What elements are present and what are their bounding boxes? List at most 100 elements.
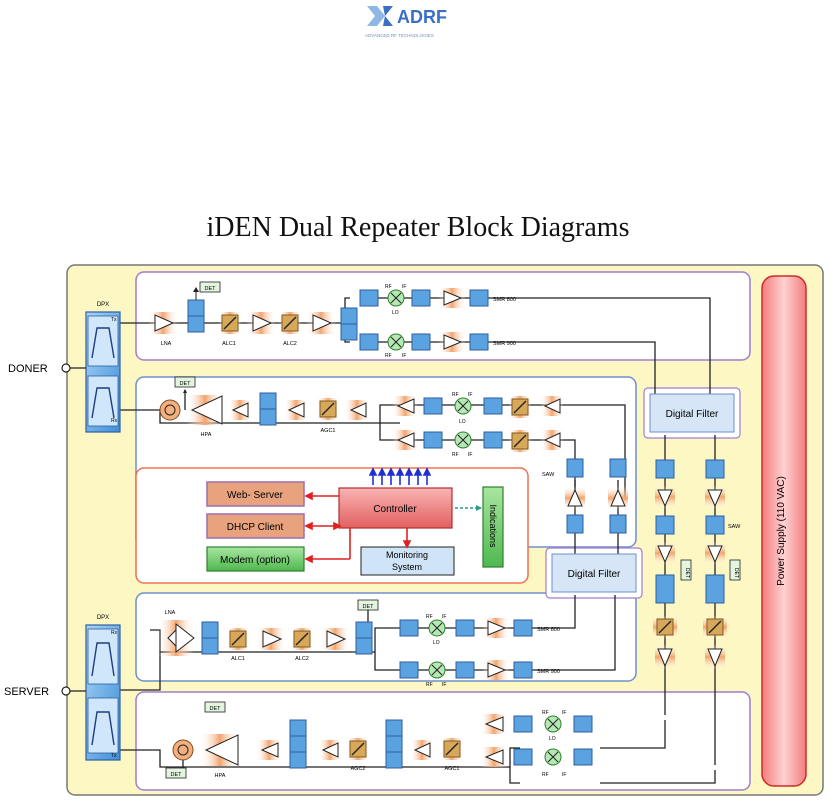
- filter-icon: [705, 459, 725, 479]
- if-label: IF: [562, 772, 566, 778]
- server-port-label: SERVER: [4, 686, 49, 698]
- dpx-label: DPX: [97, 615, 109, 621]
- amplifier-icon: [262, 630, 283, 648]
- amplifier-icon: [707, 648, 723, 668]
- amplifier-icon: [610, 488, 626, 507]
- filter-icon: [340, 307, 358, 325]
- det-label: DET: [210, 706, 222, 712]
- adrf-logo: ADRF ADVANCED RF TECHNOLOGIES: [363, 2, 473, 42]
- saw-label: SAW: [542, 472, 555, 478]
- page-title: iDEN Dual Repeater Block Diagrams: [206, 212, 630, 243]
- filter-icon: [385, 751, 403, 769]
- filter-icon: [385, 735, 403, 753]
- filter-icon: [385, 719, 403, 737]
- controller-box: [338, 487, 453, 529]
- filter-icon: [201, 637, 219, 655]
- digital-filter-bottom-label: Digital Filter: [568, 569, 621, 580]
- lna-label: LNA: [161, 341, 172, 347]
- det-label: DET: [733, 568, 739, 578]
- amplifier-icon: [484, 749, 504, 765]
- logo-tagline: ADVANCED RF TECHNOLOGIES: [365, 33, 434, 38]
- controller-bus-arrows: [368, 467, 432, 485]
- hpa-label: HPA: [201, 432, 212, 438]
- saw-filter-icon: [705, 515, 725, 535]
- lna-label: LNA: [165, 610, 176, 616]
- dpx-tx-label: Tx: [111, 753, 117, 759]
- filter-icon: [483, 431, 503, 449]
- filter-icon: [259, 392, 277, 410]
- digital-filter-top: [649, 393, 735, 433]
- server-port-icon: [61, 686, 71, 696]
- filter-icon: [289, 719, 307, 737]
- filter-icon: [513, 748, 533, 766]
- if-label: IF: [468, 392, 472, 398]
- if-label: IF: [402, 353, 406, 359]
- amplifier-icon: [349, 402, 367, 418]
- filter-icon: [340, 323, 358, 341]
- rf-label: RF: [385, 284, 392, 290]
- rf-label: RF: [452, 452, 459, 458]
- det-label: DET: [684, 568, 690, 578]
- filter-icon: [573, 715, 593, 733]
- smr900-label: SMR 900: [537, 669, 560, 675]
- if-label: IF: [468, 452, 472, 458]
- rf-label: RF: [542, 710, 549, 716]
- filter-icon: [411, 289, 431, 307]
- filter-icon: [573, 748, 593, 766]
- alc2-label: ALC2: [295, 656, 309, 662]
- amplifier-icon: [231, 402, 249, 418]
- amplifier-icon: [312, 314, 333, 332]
- power-supply-label: Power Supply (110 VAC): [776, 476, 787, 586]
- amplifier-icon: [657, 545, 673, 564]
- filter-icon: [469, 333, 489, 351]
- amplifier-icon: [252, 314, 273, 332]
- alc2-label: ALC2: [283, 341, 297, 347]
- filter-icon: [399, 661, 419, 679]
- controller-label: Controller: [373, 504, 417, 515]
- doner-uplink-band: [135, 271, 751, 361]
- amplifier-icon: [657, 648, 673, 668]
- block-diagram: DPX Tx Rx DPX Rx Tx DONER SERVER LNA DET…: [4, 264, 824, 796]
- dpx-rx-label: Rx: [111, 630, 118, 636]
- filter-icon: [655, 459, 675, 479]
- det-box: [165, 767, 187, 779]
- det-box: [729, 559, 741, 581]
- det-box: [680, 559, 692, 581]
- alc1-label: ALC1: [222, 341, 236, 347]
- filter-icon: [455, 619, 475, 637]
- filter-icon: [423, 431, 443, 449]
- filter-icon: [513, 661, 533, 679]
- dpx-doner: DPX Tx Rx: [85, 302, 121, 433]
- filter-icon: [455, 661, 475, 679]
- web-server-box: [206, 481, 305, 507]
- det-label: DET: [205, 286, 217, 292]
- modem-box: [206, 546, 305, 572]
- smr900-label: SMR 900: [493, 341, 516, 347]
- filter-icon: [469, 289, 489, 307]
- amplifier-icon: [487, 662, 507, 678]
- amplifier-icon: [443, 334, 463, 350]
- amplifier-icon: [484, 716, 504, 732]
- if-label: IF: [402, 284, 406, 290]
- lna-amplifier-icon: [154, 314, 175, 332]
- amplifier-icon: [707, 545, 723, 564]
- rf-label: RF: [542, 772, 549, 778]
- dpx-server: DPX Rx Tx: [85, 615, 121, 761]
- filter-icon: [187, 299, 205, 317]
- filter-icon: [359, 289, 379, 307]
- circulator-icon: [172, 739, 194, 761]
- dpx-tx-label: Tx: [111, 317, 117, 323]
- logo-text: ADRF: [397, 7, 447, 27]
- monitoring-label-line2: System: [392, 562, 422, 572]
- monitoring-system-box: [360, 546, 455, 576]
- control-section: Web- Server DHCP Client Modem (option) C…: [206, 467, 504, 576]
- filter-icon: [289, 751, 307, 769]
- digital-filter-bottom: [551, 553, 637, 593]
- det-box: [199, 281, 221, 293]
- doner-downlink-chain: DET HPA AGC1 RF IF LO: [159, 376, 564, 458]
- smr800-label: SMR 800: [537, 627, 560, 633]
- logo-mark-icon: [367, 6, 393, 26]
- if-label: IF: [442, 682, 446, 688]
- coupler-icon: [705, 574, 725, 604]
- saw-column-middle: SAW: [542, 458, 628, 534]
